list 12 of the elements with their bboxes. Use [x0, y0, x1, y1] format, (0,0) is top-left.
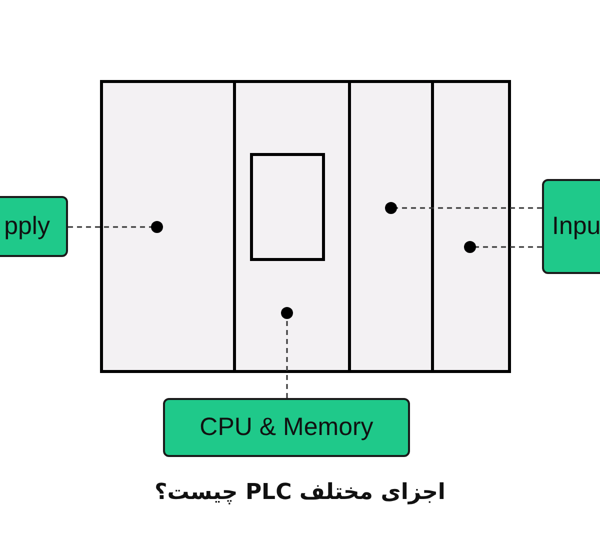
- label-text: pply: [4, 210, 50, 242]
- plc-rack: [100, 80, 511, 373]
- display-window: [250, 153, 325, 261]
- label-text: CPU & Memory: [200, 412, 374, 443]
- label-text: Inpu: [552, 210, 600, 242]
- leader-line: [68, 221, 163, 233]
- label-box: [163, 398, 410, 457]
- title: اجزای مختلف PLC چیست؟: [154, 479, 446, 507]
- leader-line: [281, 307, 293, 398]
- leader-line: [464, 241, 542, 253]
- leader-line: [385, 202, 542, 214]
- label-box: [542, 179, 600, 274]
